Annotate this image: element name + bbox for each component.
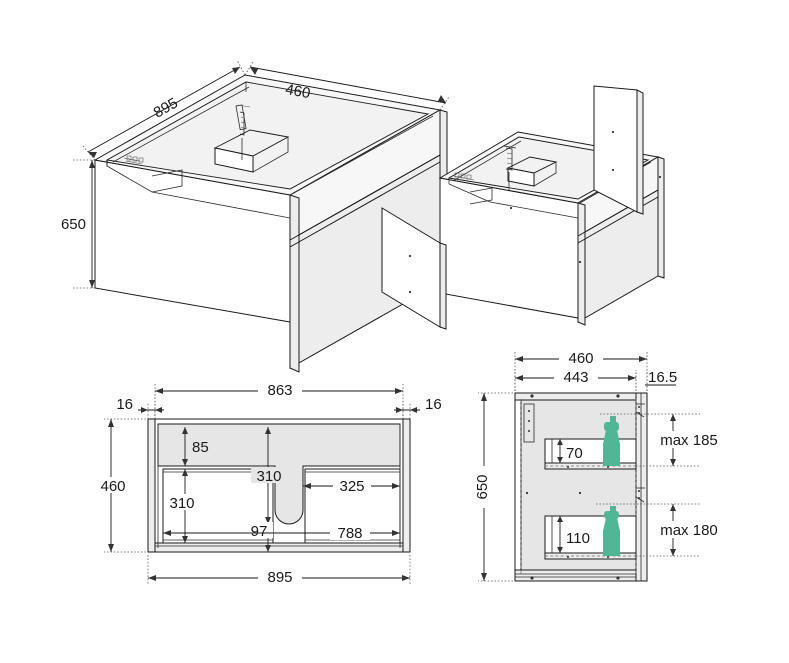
- dim-label-section-front-thickness: 16.5: [648, 369, 677, 386]
- iso1-gap-line-2: [289, 161, 441, 248]
- iso2-sink-box-side: [533, 161, 557, 187]
- iso2-right-edge-strip: [657, 156, 665, 279]
- section-fixing-4: [616, 576, 620, 580]
- dim-section-lower-side-height: 110: [551, 516, 590, 553]
- dim-front-top-rail: 85: [182, 427, 209, 466]
- view-front-elevation: 863 16 16 460: [96, 382, 442, 586]
- dim-label-section-lower-side-height: 110: [566, 530, 590, 547]
- dim-label-front-cutout-height: 310: [256, 468, 281, 485]
- dim-iso1-depth: 460: [244, 61, 450, 111]
- iso1-rail-a: [106, 81, 247, 161]
- dim-label-front-clear-width: 788: [337, 525, 362, 542]
- section-upper-runner: [635, 403, 645, 418]
- dim-section-height: 650: [474, 392, 513, 582]
- iso2-interior-bottom: [448, 183, 579, 219]
- iso1-left-rail-hardware: [123, 155, 144, 165]
- iso2-hinge-dot-3: [658, 175, 662, 179]
- dim-label-front-overall-width: 895: [267, 569, 292, 586]
- front-left-side-panel: [147, 418, 156, 553]
- dim-front-left-thickness: 16: [116, 396, 164, 419]
- dim-label-front-opening-height: 310: [169, 495, 194, 512]
- dim-front-opening-height: 310: [164, 469, 200, 543]
- dim-label-section-depth: 460: [568, 350, 593, 367]
- front-right-side-panel: [402, 418, 411, 553]
- lower-bottle-icon: [603, 506, 620, 556]
- iso2-rail-b: [452, 140, 522, 182]
- dim-label-iso1-depth: 460: [284, 81, 312, 102]
- dim-label-section-lower-max: max 180: [660, 522, 718, 539]
- dim-front-height: 460: [96, 418, 146, 553]
- iso2-hinge-dot-1: [509, 206, 513, 210]
- section-wall-bracket: [523, 403, 535, 443]
- iso1-interior-bottom-edge: [106, 165, 291, 219]
- iso2-detached-panel-right: [593, 85, 644, 215]
- iso1-gap-line-1: [289, 154, 441, 241]
- section-lower-drawer: [544, 515, 637, 560]
- iso2-wall-bracket: [503, 145, 517, 190]
- iso2-front-edge-strip: [577, 202, 586, 326]
- dim-front-overall-width: 895: [147, 555, 411, 586]
- dim-label-front-cutout-bottom: 97: [251, 523, 268, 540]
- iso1-rail-b: [112, 86, 250, 163]
- dim-label-section-drawer-depth: 443: [563, 369, 588, 386]
- dim-label-iso1-height: 650: [61, 216, 86, 233]
- dim-front-right-thickness: 16: [394, 396, 442, 419]
- iso1-wall-bracket: [235, 104, 251, 160]
- dim-label-section-upper-max: max 185: [660, 432, 718, 449]
- dim-front-clear-width: 788: [163, 524, 400, 542]
- dim-section-upper-side-height: 70: [551, 439, 583, 463]
- dim-front-cutout-bottom: 97: [245, 522, 273, 552]
- dim-label-front-right-thickness: 16: [425, 396, 442, 413]
- dim-section-lower-max: max 180: [596, 503, 727, 557]
- iso2-interior-step: [469, 187, 493, 205]
- dim-front-inner-width: 863: [154, 382, 404, 416]
- dim-label-front-right-clear: 325: [339, 478, 364, 495]
- section-fixing-5: [525, 491, 529, 495]
- iso2-detached-panel-left: [381, 207, 447, 330]
- section-fixing-2: [616, 394, 620, 398]
- section-lower-runner: [635, 487, 645, 503]
- section-bottom-panel: [514, 569, 648, 582]
- view-iso-exploded: [381, 85, 665, 330]
- iso2-gap-line-1: [577, 189, 659, 237]
- iso1-rail-c: [289, 113, 429, 190]
- dim-label-front-inner-width: 863: [267, 382, 292, 399]
- iso1-interior-step: [151, 169, 183, 193]
- dim-section-upper-max: max 185: [600, 413, 727, 467]
- section-fixing-6: [578, 491, 582, 495]
- iso2-left-rail-hardware: [453, 172, 475, 181]
- view-iso-closed: 895 460 650: [61, 59, 450, 373]
- iso1-front-edge-strip: [289, 194, 300, 373]
- dim-label-front-left-thickness: 16: [116, 396, 133, 413]
- upper-bottle-icon: [603, 416, 620, 466]
- dim-label-section-height: 650: [474, 474, 491, 499]
- iso2-rail-a: [448, 136, 520, 179]
- dim-label-section-upper-side-height: 70: [566, 445, 583, 462]
- section-top-panel: [514, 392, 648, 401]
- front-bottom-rail: [154, 542, 404, 553]
- view-side-section: 460 443 16.5 650: [474, 350, 727, 582]
- dim-iso1-height: 650: [61, 159, 95, 289]
- iso2-gap-line-2: [577, 196, 659, 244]
- dim-front-cutout-height: 310: [251, 427, 287, 524]
- section-fixing-3: [530, 576, 534, 580]
- dim-label-front-height: 460: [100, 478, 125, 495]
- section-front-panel: [635, 392, 648, 582]
- dim-section-depth: 460: [514, 350, 648, 391]
- iso1-sink-box-side: [252, 136, 289, 173]
- iso2-hinge-dot-2: [578, 260, 582, 264]
- dim-section-front-thickness: 16.5: [635, 369, 677, 391]
- dim-front-right-clear: 325: [303, 477, 400, 495]
- dim-section-drawer-depth: 443: [514, 369, 637, 391]
- section-fixing-1: [530, 394, 534, 398]
- dim-label-front-top-rail: 85: [192, 439, 209, 456]
- iso1-rail-d: [291, 115, 434, 195]
